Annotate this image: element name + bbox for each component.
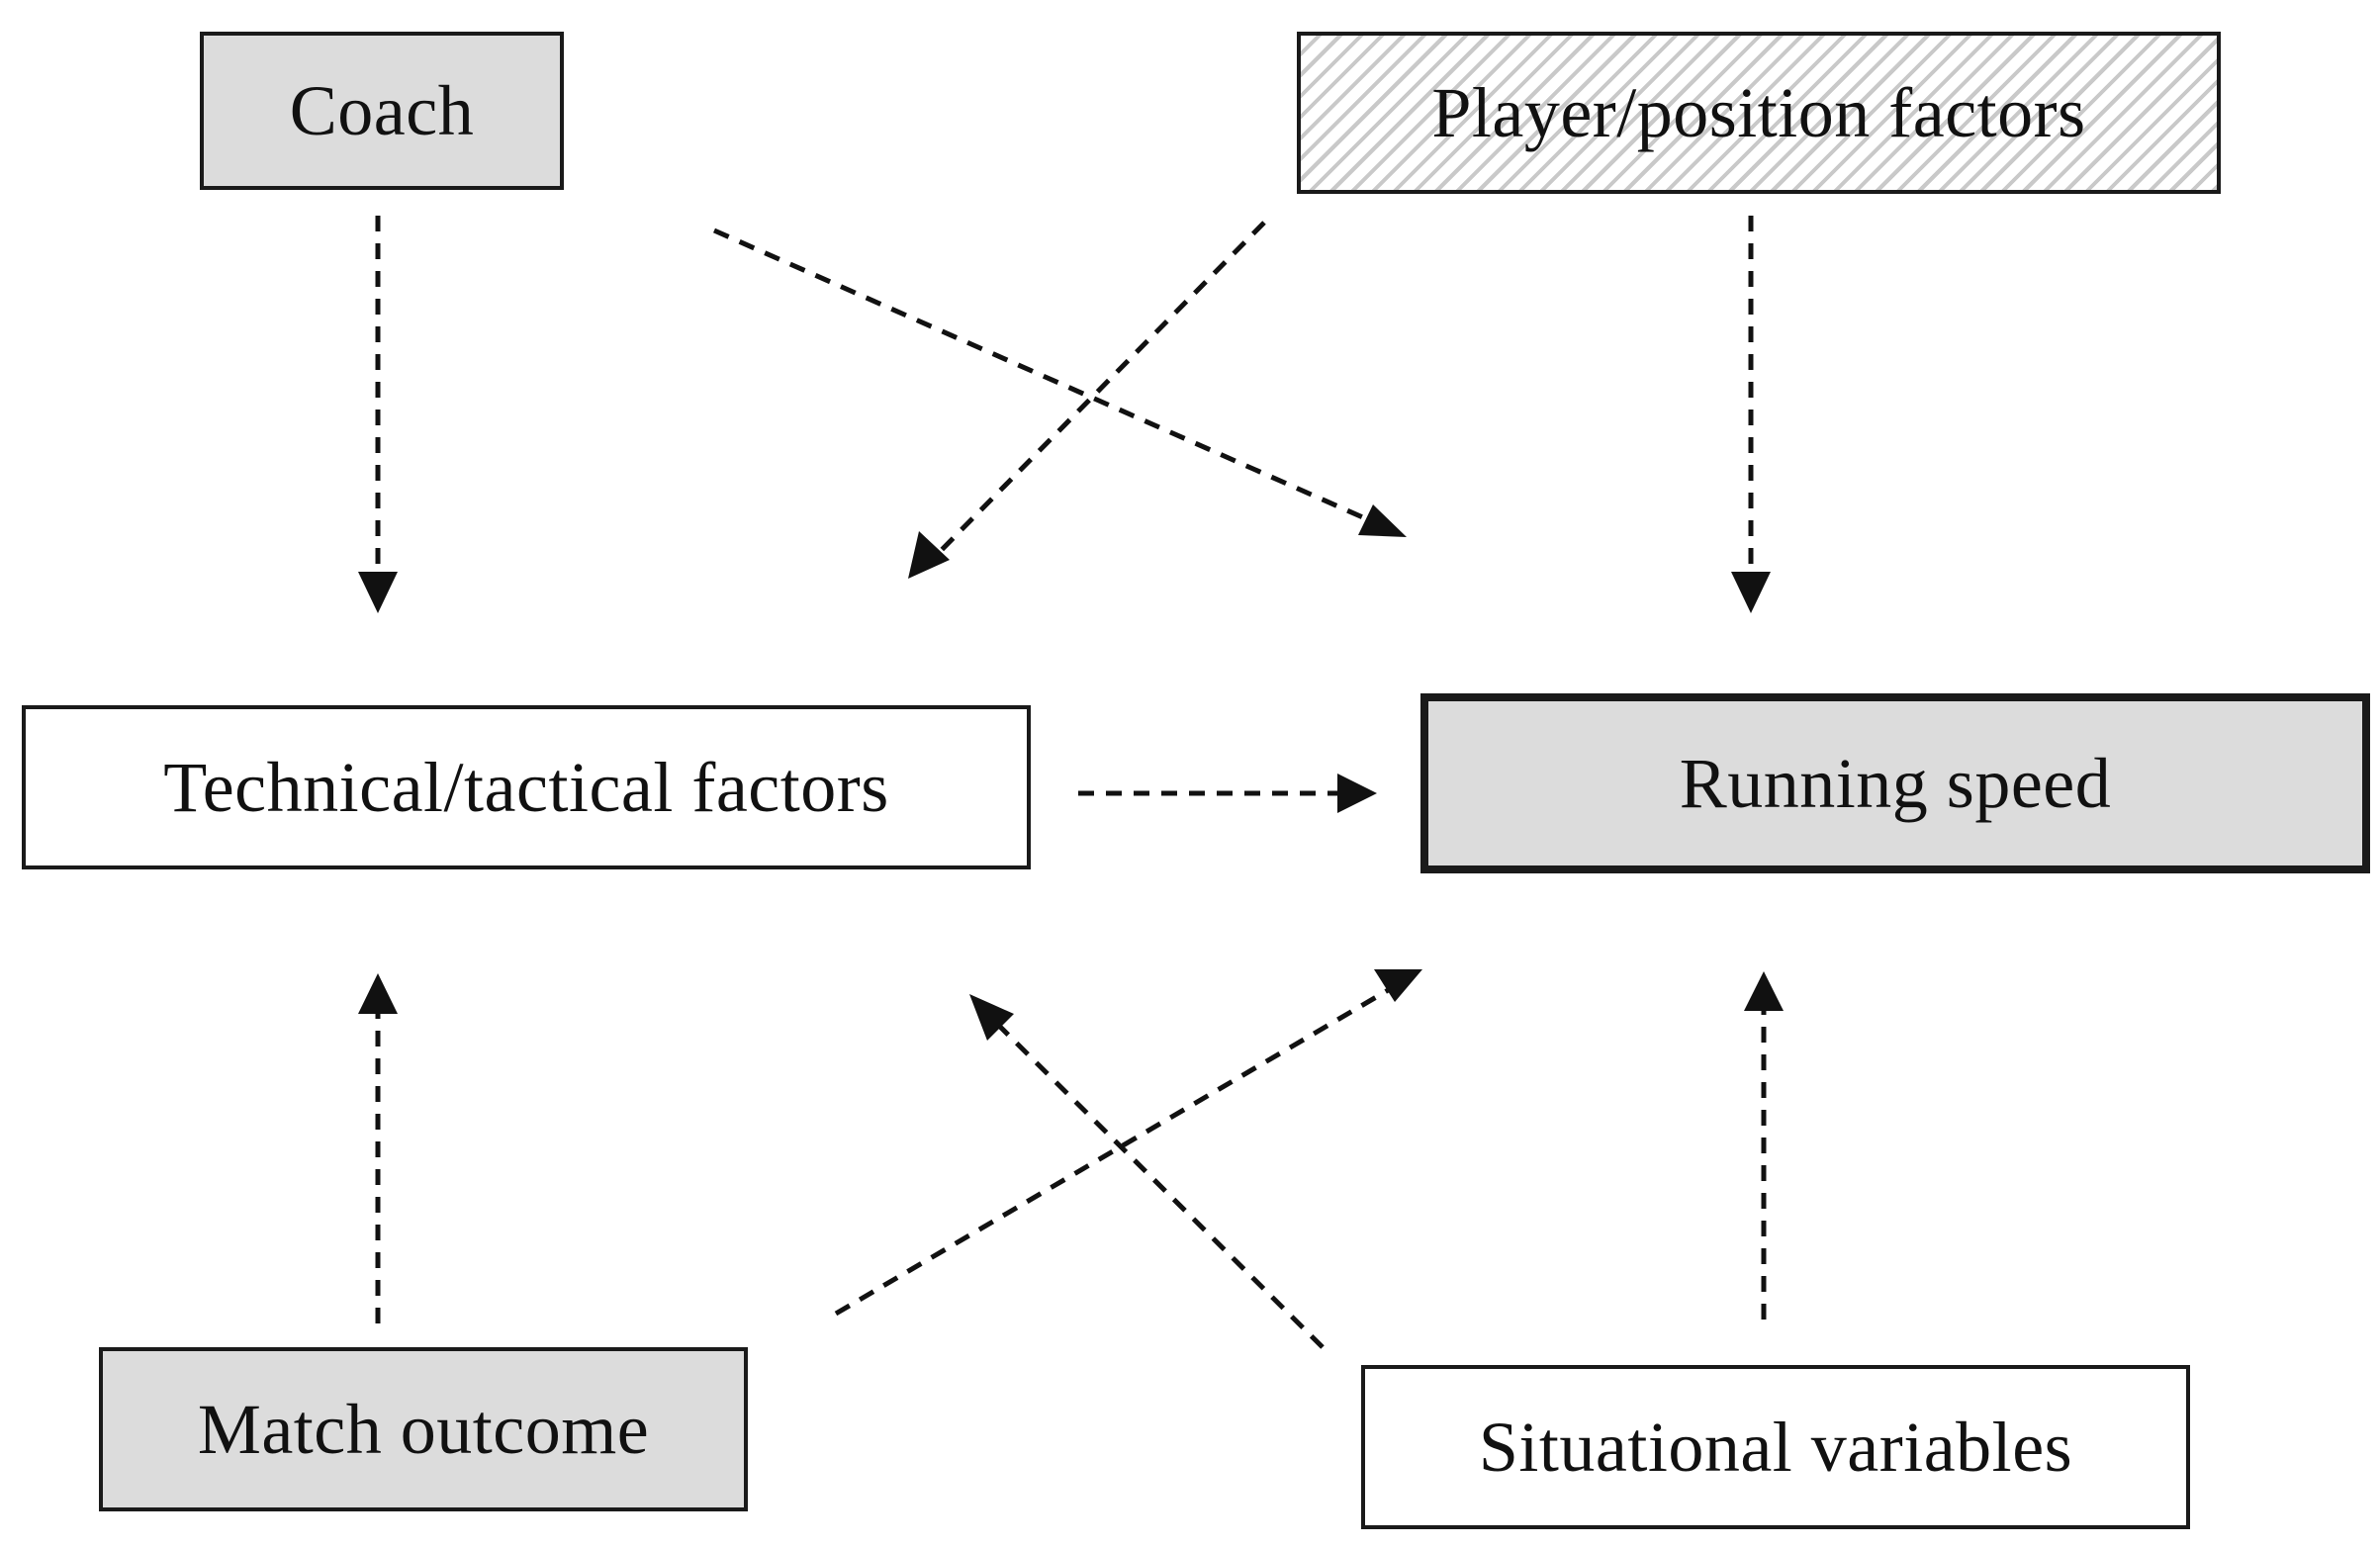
arrowhead-coach-running (1358, 504, 1407, 537)
arrowhead-match-running (1374, 969, 1422, 1002)
arrowhead-situational-technical (969, 994, 1014, 1041)
arrow-match-outcome-to-running-speed (834, 986, 1392, 1317)
technical-tactical-factors-box: Technical/tactical factors (22, 705, 1031, 869)
arrowhead-technical-running (1337, 774, 1377, 813)
player-position-factors-label: Player/position factors (1431, 72, 2086, 152)
running-speed-label: Running speed (1679, 743, 2112, 823)
coach-box: Coach (200, 32, 564, 190)
arrow-situational-to-technical (992, 1019, 1325, 1349)
situational-variables-label: Situational variables (1478, 1407, 2073, 1487)
arrowhead-coach-technical (358, 572, 398, 613)
coach-label: Coach (289, 70, 475, 150)
match-outcome-label: Match outcome (197, 1389, 650, 1469)
arrowheads (358, 504, 1784, 1041)
arrow-player-to-technical (928, 221, 1266, 564)
situational-variables-box: Situational variables (1361, 1365, 2190, 1529)
match-outcome-box: Match outcome (99, 1347, 748, 1511)
arrow-coach-to-running-speed (712, 228, 1385, 529)
arrowhead-player-technical (908, 531, 950, 579)
arrowhead-player-running (1731, 572, 1771, 613)
arrowhead-match-technical (358, 973, 398, 1014)
arrowhead-situational-running (1744, 971, 1784, 1011)
player-position-factors-box: Player/position factors (1297, 32, 2221, 194)
running-speed-box: Running speed (1420, 693, 2370, 873)
technical-tactical-factors-label: Technical/tactical factors (163, 747, 889, 827)
